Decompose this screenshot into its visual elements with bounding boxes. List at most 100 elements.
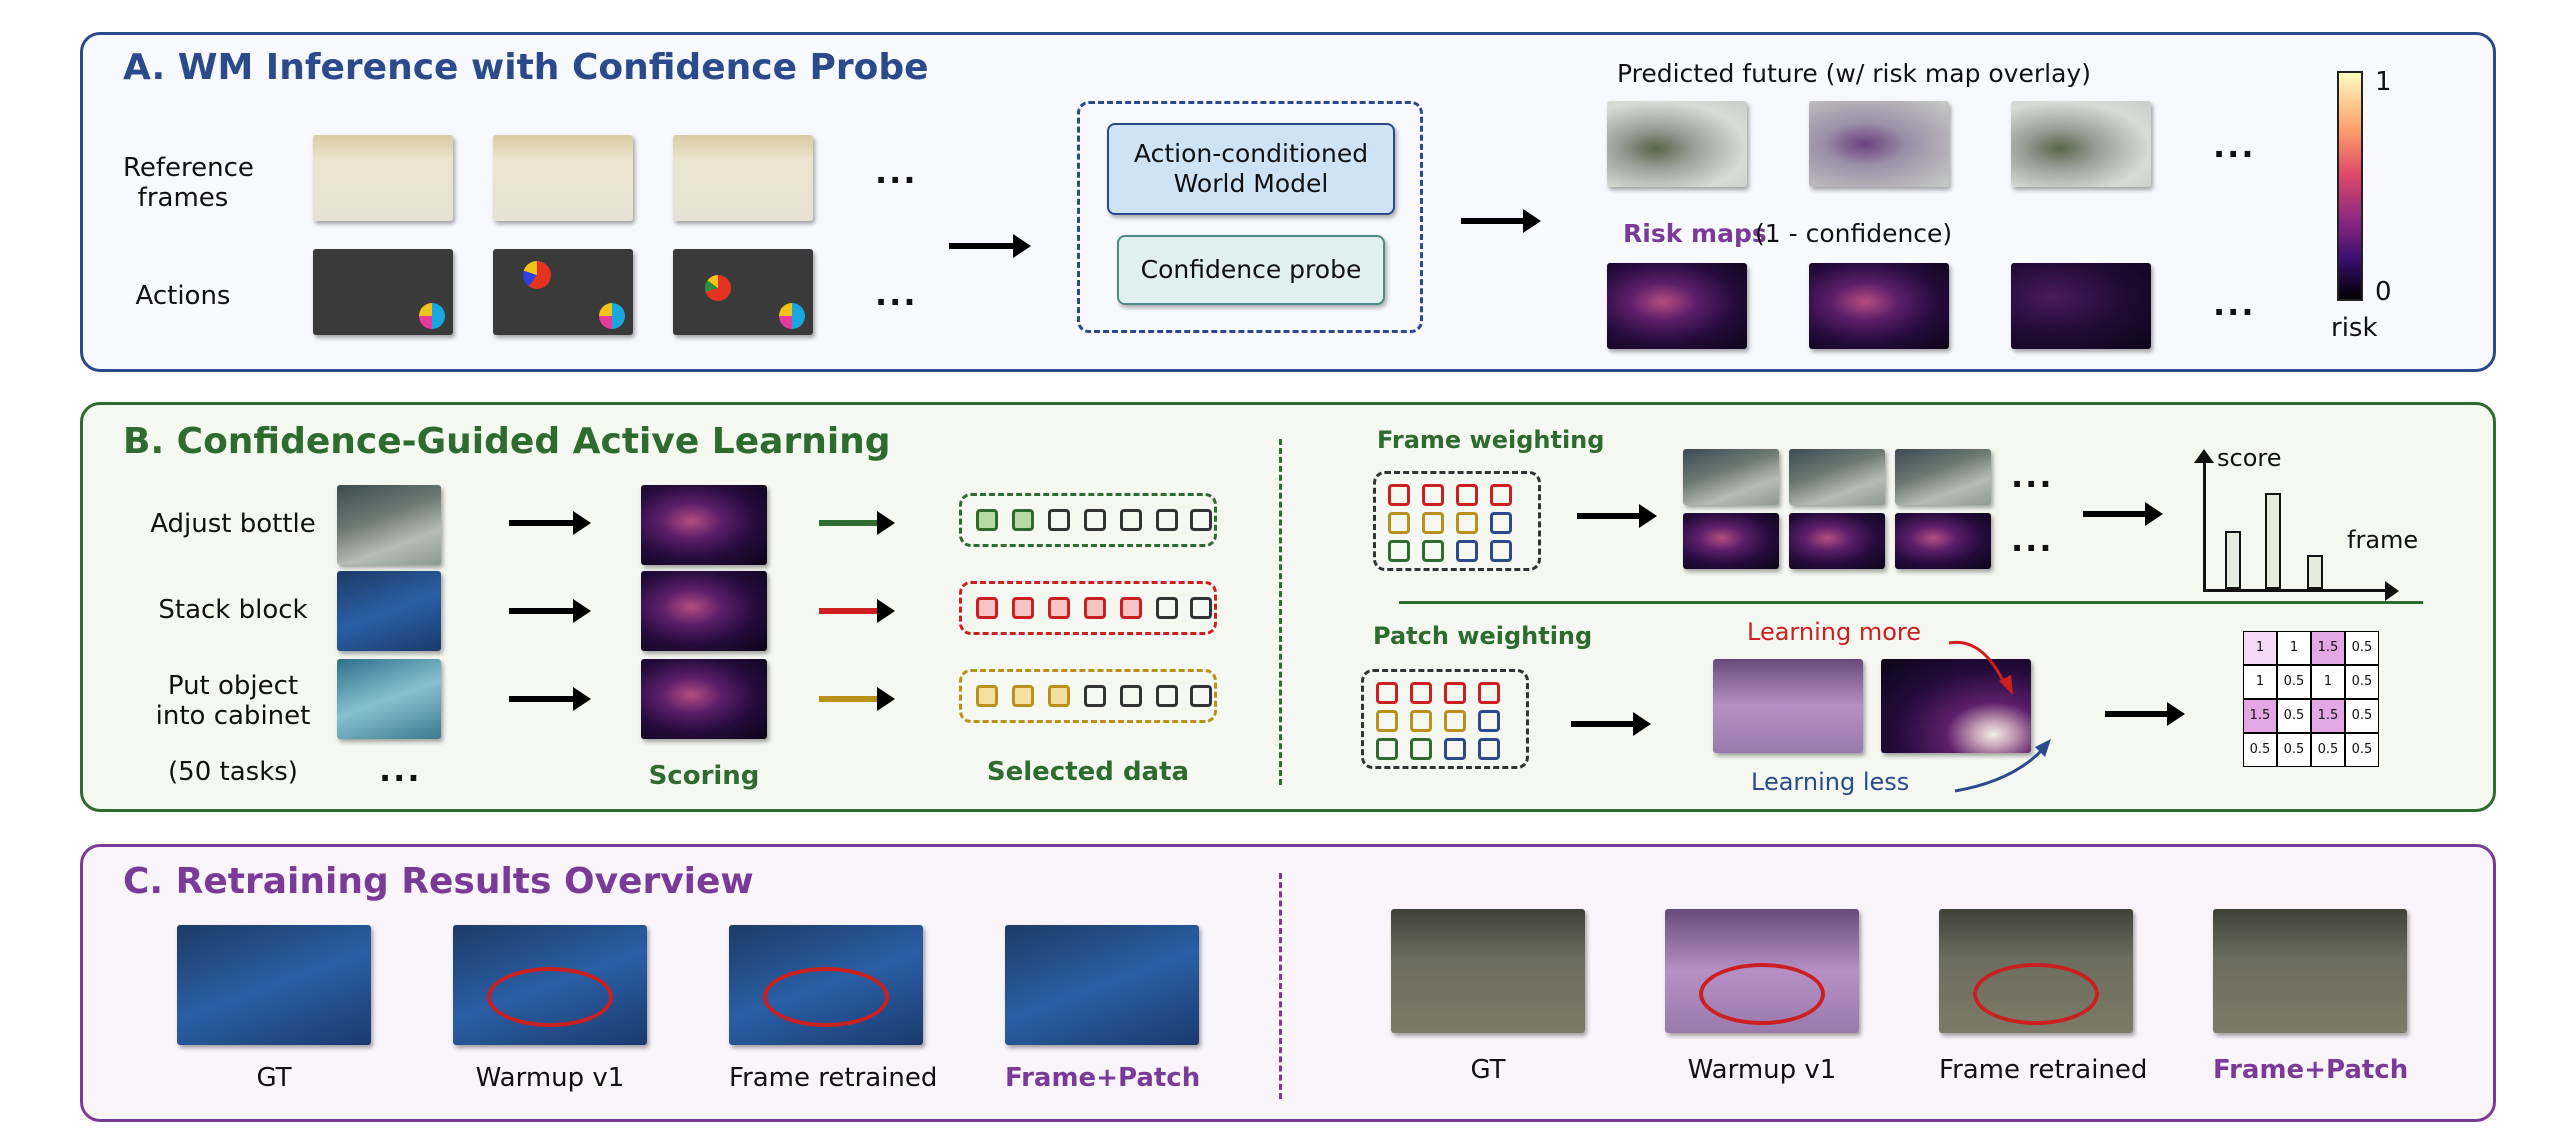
arrow-to-predictions — [1461, 209, 1541, 233]
weight-cell: 0.5 — [2277, 733, 2311, 767]
patch-weighting-label: Patch weighting — [1373, 622, 1593, 650]
task-label-4: (50 tasks) — [168, 757, 298, 787]
fw-ellipsis-2: ... — [2011, 521, 2054, 559]
task-frame-1 — [337, 485, 441, 565]
score-axis-x — [2203, 589, 2387, 592]
patch-weight-grid: 1 1 1.5 0.5 1 0.5 1 0.5 1.5 0.5 1.5 0.5 … — [2243, 631, 2383, 771]
weight-cell: 1.5 — [2311, 631, 2345, 665]
predicted-ellipsis: ... — [2213, 127, 2256, 165]
label-left-frame-patch: Frame+Patch — [1005, 1063, 1201, 1093]
arrow-frame-weighting — [1577, 504, 1657, 528]
reference-frames-label: Reference frames — [123, 153, 254, 213]
label-left-gt: GT — [256, 1063, 292, 1093]
task-frame-3 — [337, 659, 441, 739]
fw-frame-1 — [1683, 449, 1779, 505]
predicted-future-label: Predicted future (w/ risk map overlay) — [1617, 59, 2091, 88]
panel-b: B. Confidence-Guided Active Learning Adj… — [80, 402, 2496, 812]
weight-cell: 0.5 — [2311, 733, 2345, 767]
arrow-task-2 — [509, 599, 591, 623]
score-axis-y — [2203, 459, 2206, 591]
risk-maps-sublabel: (1 - confidence) — [1755, 219, 1953, 248]
weight-cell: 0.5 — [2243, 733, 2277, 767]
risk-map-1 — [1607, 263, 1747, 349]
score-axis-x-head — [2385, 581, 2399, 601]
task-ellipsis: ... — [379, 751, 422, 789]
result-right-warmup — [1665, 909, 1859, 1033]
confidence-probe-label: Confidence probe — [1140, 255, 1362, 284]
panel-b-title: B. Confidence-Guided Active Learning — [123, 421, 891, 462]
risk-map-3 — [2011, 263, 2151, 349]
result-left-frame — [729, 925, 923, 1045]
highlight-ellipse — [487, 967, 613, 1027]
reference-ellipsis: ... — [875, 153, 918, 191]
result-right-frame-patch — [2213, 909, 2407, 1033]
label-left-warmup: Warmup v1 — [475, 1063, 625, 1093]
action-wheel-icon — [599, 303, 625, 329]
arrow-to-model — [949, 234, 1031, 258]
result-right-gt — [1391, 909, 1585, 1033]
task-label-1: Adjust bottle — [150, 509, 316, 539]
task-frame-2 — [337, 571, 441, 651]
label-left-frame: Frame retrained — [729, 1063, 938, 1093]
reference-frame-1 — [313, 135, 453, 221]
arrow-green — [819, 511, 895, 535]
reference-frame-2 — [493, 135, 633, 221]
frame-weighting-grid — [1373, 471, 1541, 571]
predicted-frame-2 — [1809, 101, 1949, 187]
panel-c-divider — [1279, 873, 1282, 1099]
label-right-frame: Frame retrained — [1939, 1055, 2148, 1085]
arrow-task-3 — [509, 687, 591, 711]
arrow-gold — [819, 687, 895, 711]
score-map-3 — [641, 659, 767, 739]
action-wheel-icon — [779, 303, 805, 329]
weight-cell: 0.5 — [2345, 631, 2379, 665]
weight-cell: 0.5 — [2277, 665, 2311, 699]
score-map-2 — [641, 571, 767, 651]
task-label-2: Stack block — [158, 595, 308, 625]
result-left-frame-patch — [1005, 925, 1199, 1045]
colorbar-min: 0 — [2375, 277, 2392, 307]
result-left-warmup — [453, 925, 647, 1045]
colorbar-label: risk — [2331, 313, 2378, 343]
risk-ellipsis: ... — [2213, 285, 2256, 323]
frame-axis-label: frame — [2347, 526, 2419, 554]
score-axis-y-head — [2194, 449, 2214, 463]
score-bar-2 — [2265, 493, 2281, 589]
highlight-ellipse — [1973, 963, 2099, 1025]
panel-b-divider — [1279, 439, 1282, 785]
action-ellipsis: ... — [875, 275, 918, 313]
selected-data-label: Selected data — [986, 757, 1190, 787]
arrow-red — [819, 599, 895, 623]
confidence-probe-box: Confidence probe — [1117, 235, 1385, 305]
patch-frame — [1713, 659, 1863, 753]
weight-cell: 0.5 — [2277, 699, 2311, 733]
reference-frame-3 — [673, 135, 813, 221]
weight-cell: 1 — [2277, 631, 2311, 665]
world-model-label: Action-conditioned World Model — [1133, 139, 1369, 198]
world-model-box: Action-conditioned World Model — [1107, 123, 1395, 215]
arrow-to-weights — [2105, 702, 2185, 726]
action-frame-1 — [313, 249, 453, 335]
selected-row-2 — [959, 581, 1217, 635]
weight-cell: 0.5 — [2345, 665, 2379, 699]
panel-c-title: C. Retraining Results Overview — [123, 861, 754, 902]
fw-frame-3 — [1895, 449, 1991, 505]
fw-frame-2 — [1789, 449, 1885, 505]
patch-weighting-grid — [1361, 669, 1529, 769]
fw-risk-1 — [1683, 513, 1779, 569]
panel-a-title: A. WM Inference with Confidence Probe — [123, 47, 929, 88]
label-right-gt: GT — [1470, 1055, 1506, 1085]
learning-arrows — [1948, 640, 2051, 793]
weight-cell: 1 — [2243, 631, 2277, 665]
action-frame-2 — [493, 249, 633, 335]
colorbar-max: 1 — [2375, 67, 2392, 97]
arrow-task-1 — [509, 511, 591, 535]
scoring-label: Scoring — [648, 761, 760, 791]
score-bar-3 — [2307, 555, 2323, 589]
arrow-patch-weighting — [1571, 712, 1651, 736]
score-map-1 — [641, 485, 767, 565]
result-left-gt — [177, 925, 371, 1045]
actions-label: Actions — [135, 281, 231, 311]
action-wheel-icon — [419, 303, 445, 329]
result-right-frame — [1939, 909, 2133, 1033]
